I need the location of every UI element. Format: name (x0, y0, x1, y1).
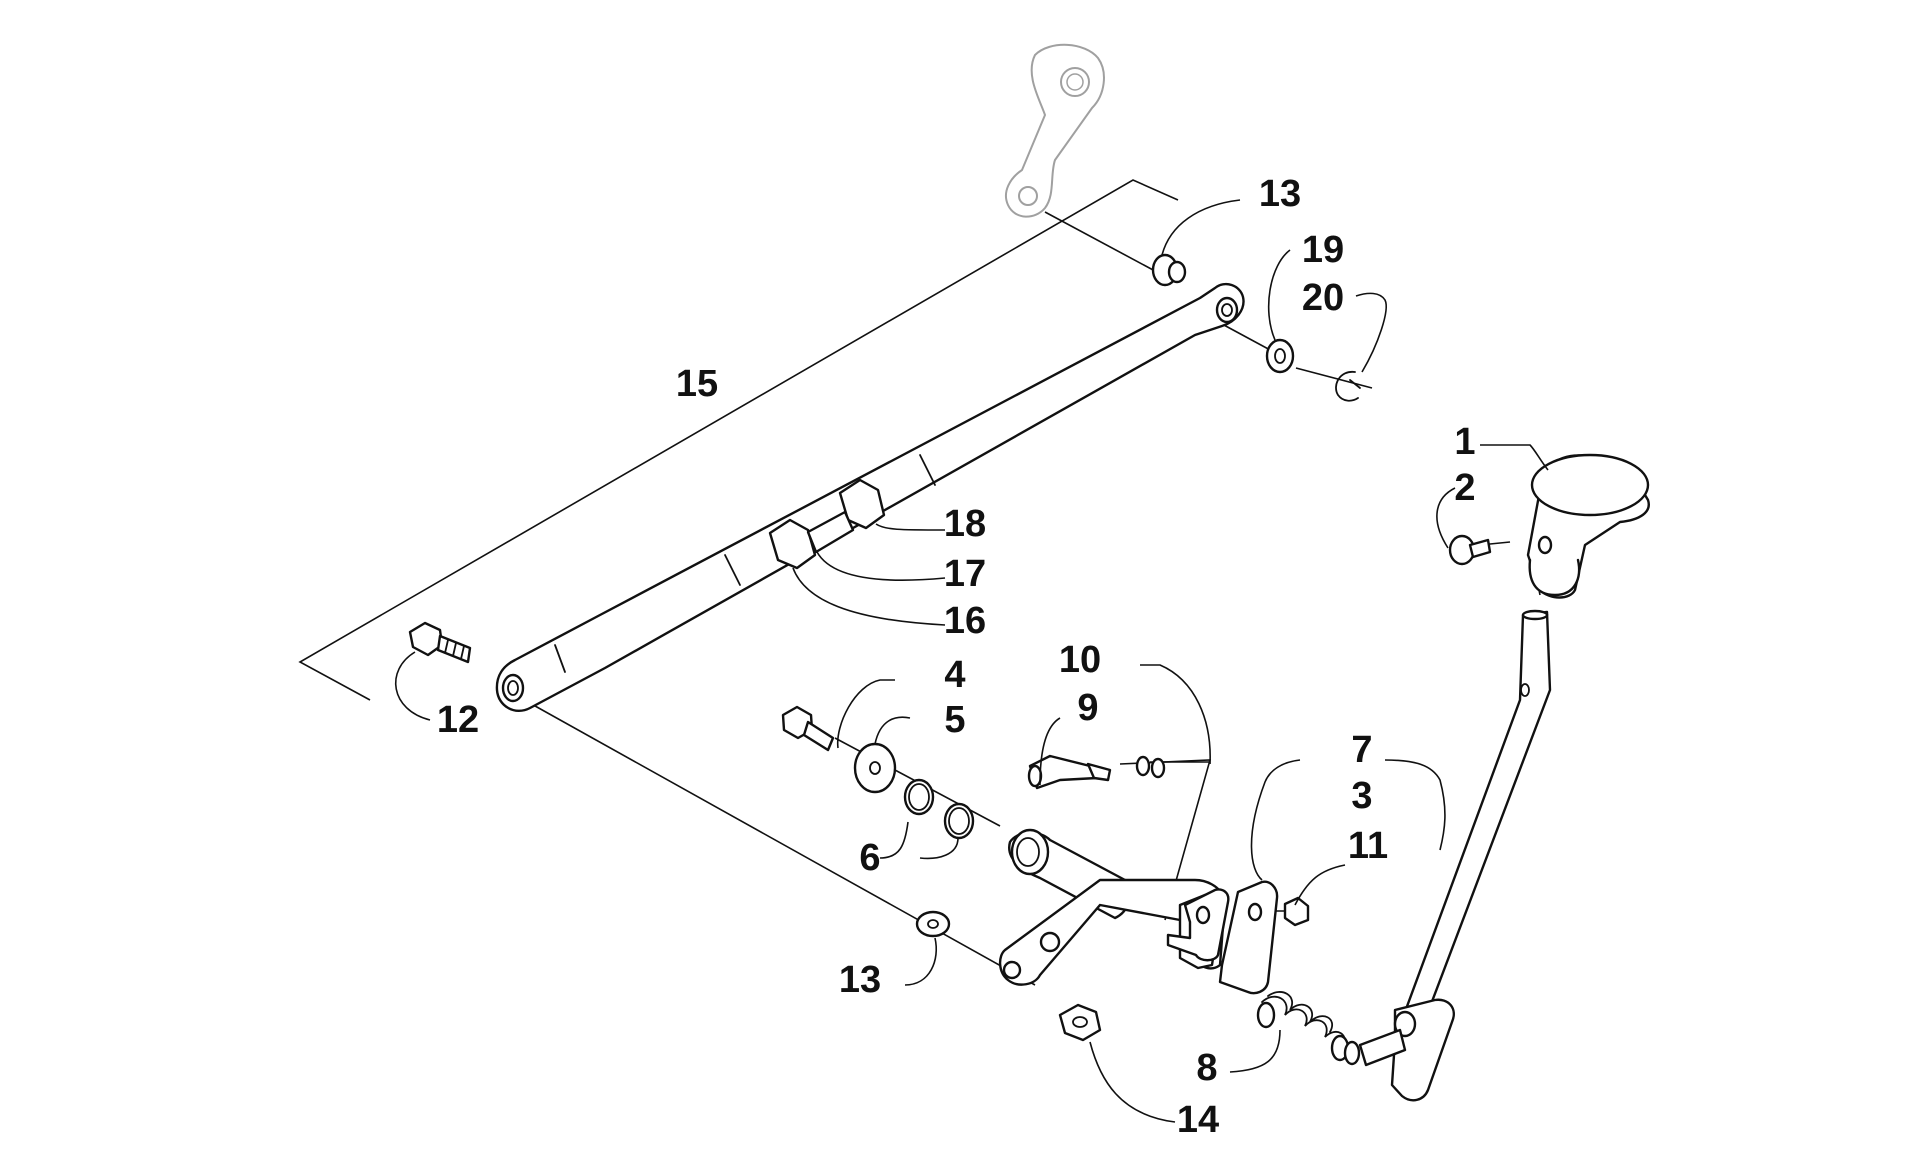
callout-19: 19 (1302, 229, 1344, 271)
pivot-pin-9 (1027, 754, 1112, 790)
o-ring-6-a (903, 778, 935, 816)
o-ring-10-b (1150, 757, 1166, 779)
washer-19 (1265, 338, 1295, 374)
bushing-13-bottom (915, 910, 951, 938)
callout-16: 16 (944, 600, 986, 642)
bolt-12 (408, 621, 472, 664)
jam-nut-16 (768, 518, 817, 570)
callout-13-bottom: 13 (839, 959, 881, 1001)
callout-20: 20 (1302, 277, 1344, 319)
o-ring-10-a (1135, 755, 1151, 777)
callout-7: 7 (1351, 729, 1372, 771)
callout-2: 2 (1454, 467, 1475, 509)
callout-9: 9 (1077, 687, 1098, 729)
rod-coupler-17 (806, 510, 855, 554)
shift-knob-1 (1526, 453, 1650, 599)
callout-leaders (394, 199, 1549, 1123)
callout-18: 18 (944, 503, 986, 545)
assembly-15-bracket (298, 179, 1179, 701)
shift-lever-3 (1343, 609, 1552, 1102)
spring-8 (1256, 991, 1350, 1062)
o-ring-6-b (943, 802, 975, 840)
set-screw-2 (1448, 534, 1492, 566)
transmission-shift-arm-ghost (1004, 43, 1105, 218)
detent-plate-7 (1218, 880, 1279, 995)
callout-6: 6 (859, 837, 880, 879)
bushing-13-top (1151, 253, 1187, 287)
callout-12: 12 (437, 699, 479, 741)
nut-14 (1058, 1003, 1102, 1042)
washer-5 (853, 742, 897, 794)
callout-3: 3 (1351, 775, 1372, 817)
callout-8: 8 (1196, 1047, 1217, 1089)
e-clip-20 (1335, 371, 1361, 402)
callout-4: 4 (944, 654, 965, 696)
callout-5: 5 (944, 699, 965, 741)
callout-15: 15 (676, 363, 718, 405)
callout-17: 17 (944, 553, 986, 595)
callout-10: 10 (1059, 639, 1101, 681)
callout-11: 11 (1348, 825, 1388, 867)
callout-14: 14 (1177, 1099, 1219, 1141)
callout-labels: 13 19 20 15 1 2 18 17 16 10 4 9 12 5 7 3… (437, 173, 1476, 1141)
callout-1: 1 (1454, 421, 1475, 463)
bolt-4 (781, 705, 835, 752)
callout-13-top: 13 (1259, 173, 1301, 215)
shift-shaft-plate (998, 828, 1230, 986)
